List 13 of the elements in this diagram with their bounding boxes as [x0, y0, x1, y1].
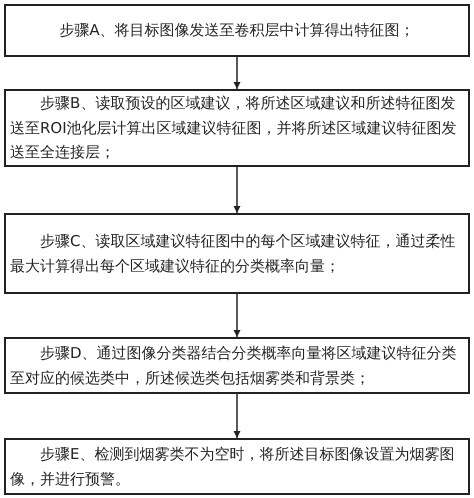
arrow — [234, 394, 240, 438]
step-text: 步骤A、将目标图像发送至卷积层中计算得出特征图； — [58, 20, 416, 42]
step-text: 步骤B、读取预设的区域建议，将所述区域建议和所述特征图发送至ROI池化层计算出区域建议特征图，并将所述区域建议特征图发送至全连接层； — [10, 92, 458, 164]
process-box — [4, 213, 470, 294]
step-text: 步骤E、检测到烟雾类不为空时，将所述目标图像设置为烟雾图像，并进行预警。 — [10, 444, 456, 490]
process-box — [4, 438, 470, 495]
process-box — [4, 4, 470, 57]
arrow — [234, 167, 240, 213]
arrow — [234, 294, 240, 337]
arrow — [234, 57, 240, 89]
step-text: 步骤C、读取区域建议特征图中的每个区域建议特征，通过柔性最大计算得出每个区域建议特征的分类概率向量； — [10, 230, 456, 276]
step-text: 步骤D、通过图像分类器结合分类概率向量将区域建议特征分类至对应的候选类中，所述候选类包括烟雾类和背景类； — [10, 342, 458, 388]
process-box — [4, 337, 470, 394]
